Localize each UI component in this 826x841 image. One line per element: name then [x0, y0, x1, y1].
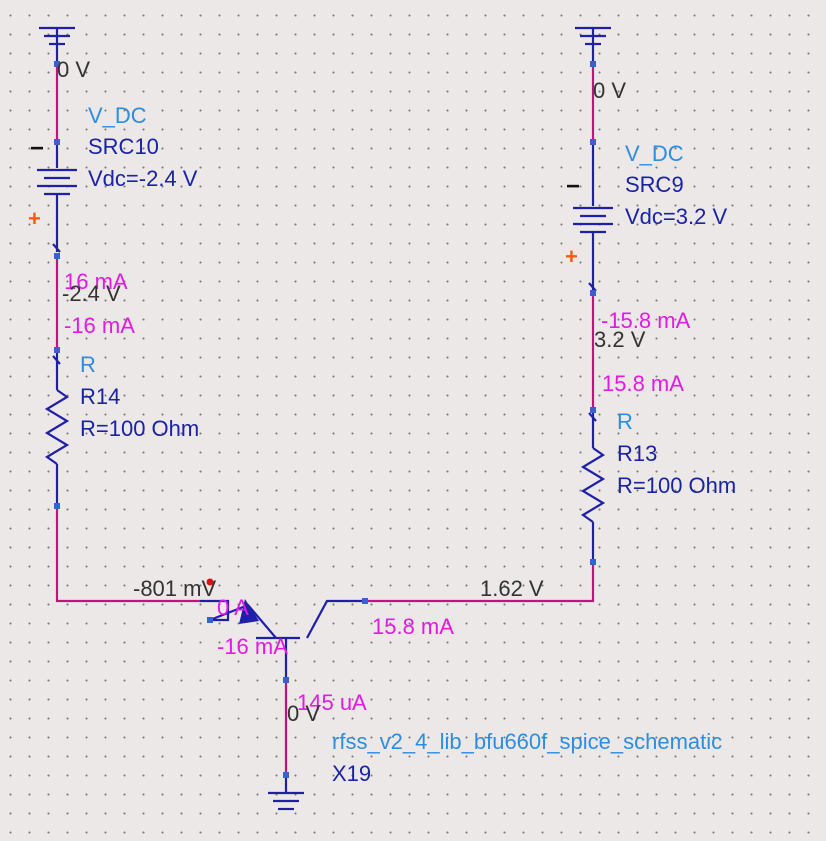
ground-symbol-x19[interactable] — [268, 775, 304, 811]
base-current-annotation: 0 A — [217, 595, 249, 620]
net-wire-collector-r13[interactable] — [365, 562, 595, 603]
substrate-current-annotation: 145 uA — [297, 690, 367, 715]
r13-param-label[interactable]: R=100 Ohm — [617, 473, 737, 498]
base-voltage-annotation: -801 mV — [133, 576, 217, 601]
probe-marker — [206, 578, 214, 586]
ground-symbol-src10[interactable] — [39, 26, 75, 46]
pin-markers — [54, 61, 596, 778]
src10-minus-sign: − — [30, 135, 45, 162]
src9-top-voltage: 0 V — [593, 78, 627, 103]
x19-name-label: X19 — [332, 761, 372, 786]
r14-type-label: R — [80, 352, 96, 377]
src9-plus-sign: + — [565, 244, 578, 269]
src9-bottom-voltage: 3.2 V — [594, 327, 646, 352]
net-wire-r14-base[interactable] — [55, 506, 200, 603]
src10-param-label[interactable]: Vdc=-2.4 V — [88, 166, 198, 191]
src9-type-label: V_DC — [625, 141, 684, 166]
r13-type-label: R — [617, 409, 633, 434]
resistor-r13[interactable] — [580, 410, 606, 562]
collector-voltage-annotation: 1.62 V — [480, 576, 544, 601]
src9-current-out: -15.8 mA — [601, 308, 691, 333]
src9-minus-sign: − — [566, 173, 581, 200]
x19-model-label: rfss_v2_4_lib_bfu660f_spice_schematic — [332, 729, 723, 754]
ground-symbol-src9[interactable] — [575, 26, 611, 46]
src10-type-label: V_DC — [88, 103, 147, 128]
transistor-x19[interactable] — [200, 599, 365, 680]
r14-name-label: R14 — [80, 384, 121, 409]
src10-bottom-voltage: -2.4 V — [62, 281, 121, 306]
src9-param-label[interactable]: Vdc=3.2 V — [625, 204, 728, 229]
src10-plus-sign: + — [28, 206, 41, 231]
src9-wire-current: 15.8 mA — [602, 371, 684, 396]
r13-name-label: R13 — [617, 441, 658, 466]
emitter-current-annotation: -16 mA — [217, 634, 288, 659]
r14-param-label[interactable]: R=100 Ohm — [80, 416, 200, 441]
resistor-r14[interactable] — [44, 350, 70, 506]
src10-name-label: SRC10 — [88, 134, 159, 159]
src10-top-voltage: 0 V — [57, 57, 91, 82]
src10-wire-current: -16 mA — [64, 313, 135, 338]
ground-voltage-annotation: 0 V — [287, 701, 321, 726]
voltage-source-src9[interactable] — [573, 142, 613, 293]
src10-current-out: 16 mA — [64, 269, 128, 294]
collector-current-annotation: 15.8 mA — [372, 614, 454, 639]
src9-name-label: SRC9 — [625, 172, 684, 197]
voltage-source-src10[interactable] — [37, 142, 77, 253]
